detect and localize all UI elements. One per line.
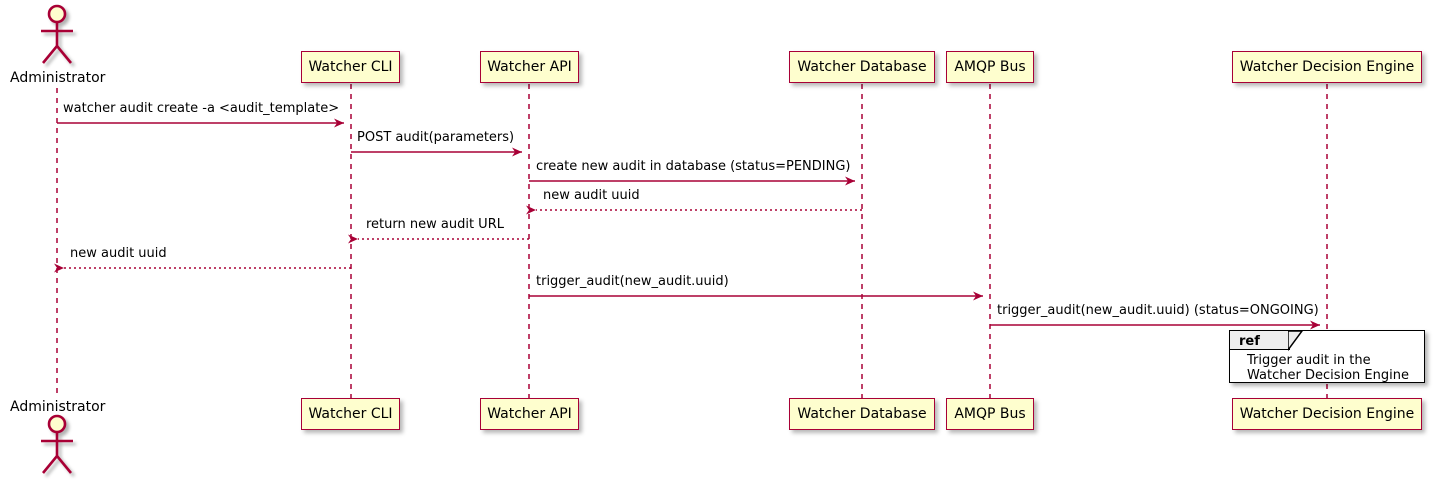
participant-top-watcher-cli[interactable]: Watcher CLI [301, 51, 400, 83]
ref-tab-corner-icon [1288, 331, 1303, 352]
participant-top-watcher-api[interactable]: Watcher API [480, 51, 579, 83]
ref-fragment-line-1: Trigger audit in the [1247, 353, 1371, 368]
ref-fragment-line-2: Watcher Decision Engine [1247, 368, 1409, 383]
message-label-watcher-audit-create: watcher audit create -a <audit_template> [63, 101, 340, 116]
participant-bottom-watcher-decision-engine[interactable]: Watcher Decision Engine [1232, 398, 1422, 430]
participant-bottom-watcher-database[interactable]: Watcher Database [789, 398, 935, 430]
participant-top-watcher-decision-engine[interactable]: Watcher Decision Engine [1232, 51, 1422, 83]
message-arrows-group [54, 118, 1320, 330]
lifelines-group [56, 84, 1328, 398]
actor-label-administrator-top: Administrator [10, 70, 106, 86]
participant-bottom-amqp-bus[interactable]: AMQP Bus [946, 398, 1034, 430]
participant-bottom-watcher-cli[interactable]: Watcher CLI [301, 398, 400, 430]
message-label-create-new-audit: create new audit in database (status=PEN… [536, 159, 851, 174]
participant-top-watcher-database[interactable]: Watcher Database [789, 51, 935, 83]
actor-administrator-bottom-figure [41, 414, 73, 474]
actor-label-administrator-bottom: Administrator [10, 399, 106, 415]
actor-administrator-top-figure [41, 4, 73, 64]
message-label-post-audit: POST audit(parameters) [357, 130, 515, 145]
message-label-trigger-audit-ongoing: trigger_audit(new_audit.uuid) (status=ON… [997, 303, 1319, 318]
participant-top-amqp-bus[interactable]: AMQP Bus [946, 51, 1034, 83]
ref-fragment-box: ref Trigger audit in the Watcher Decisio… [1229, 330, 1425, 383]
message-label-new-audit-uuid-db: new audit uuid [543, 188, 640, 203]
message-label-return-new-audit-url: return new audit URL [366, 217, 504, 232]
ref-fragment-tab-label: ref [1239, 334, 1260, 349]
participant-bottom-watcher-api[interactable]: Watcher API [480, 398, 579, 430]
message-label-new-audit-uuid-cli: new audit uuid [70, 246, 167, 261]
message-label-trigger-audit: trigger_audit(new_audit.uuid) [536, 274, 729, 289]
